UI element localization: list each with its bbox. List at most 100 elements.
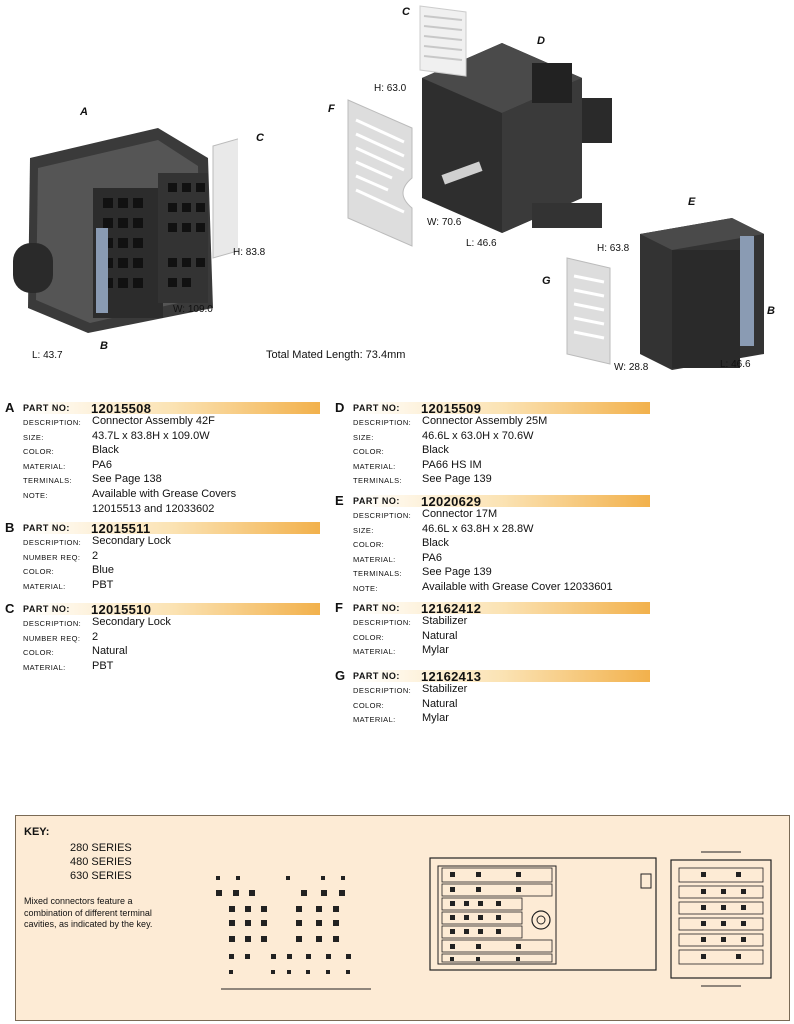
spec-key: MATERIAL: [353,647,396,657]
part-no-label: PART NO: [23,604,70,614]
spec-key: NOTE: [353,583,378,593]
callout-b-left: B [100,340,108,352]
spec-row: COLOR:Black [23,444,343,459]
spec-key: COLOR: [353,632,385,642]
spec-value: Blue [92,564,115,577]
spec-key: DESCRIPTION: [353,511,412,520]
spec-key: NUMBER REQ: [23,633,81,643]
part-header: PART NO: 12015510 [23,602,320,617]
spec-key: DESCRIPTION: [23,619,82,628]
spec-row: NOTE:Available with Grease Covers [23,488,343,503]
spec-value: 12015513 and 12033602 [92,502,215,515]
key-title: KEY: [24,826,50,838]
dim-length-d: L: 46.6 [466,238,497,249]
dim-length-e: L: 46.6 [720,359,751,370]
total-mated-length: Total Mated Length: 73.4mm [266,349,406,361]
spec-key: TERMINALS: [23,476,73,486]
spec-value: Natural [92,645,128,658]
secondary-lock-c-top-image [419,5,467,77]
spec-row: SIZE: 46.6L x 63.8H x 28.8W [353,523,673,538]
key-description: Mixed connectors feature a combination o… [24,896,153,929]
spec-value: PBT [92,578,114,591]
part-number: 12162413 [421,669,482,684]
part-no-label: PART NO: [23,403,70,413]
part-number: 12015508 [91,401,152,416]
spec-key: NUMBER REQ: [23,552,81,562]
part-c-rows: DESCRIPTION:Secondary Lock NUMBER REQ:2 … [23,616,343,674]
series-630: 630 SERIES [70,870,132,882]
spec-key: COLOR: [23,567,55,577]
stabilizer-f-image [347,99,413,247]
spec-row: SIZE: 46.6L x 63.0H x 70.6W [353,430,673,445]
spec-key: DESCRIPTION: [353,418,412,427]
part-no-label: PART NO: [353,671,400,681]
spec-key: MATERIAL: [353,554,396,564]
spec-value: Natural [422,697,458,710]
callout-e: E [688,196,696,208]
spec-value: See Page 139 [422,473,492,486]
part-letter: E [335,493,344,508]
spec-value: Connector Assembly 25M [422,415,548,427]
dim-width-a: W: 109.0 [173,304,213,315]
spec-value: See Page 138 [92,473,162,486]
part-header: PART NO: 12162413 [353,669,650,684]
spec-key: TERMINALS: [353,476,403,486]
spec-value: Connector 17M [422,508,498,520]
spec-value: Black [422,444,449,457]
spec-key: SIZE: [353,432,374,442]
spec-key: DESCRIPTION: [353,618,412,627]
spec-value: 46.6L x 63.8H x 28.8W [422,522,534,535]
part-no-label: PART NO: [353,496,400,506]
part-number: 12020629 [421,494,482,509]
dim-width-d: W: 70.6 [427,217,462,228]
spec-row: 12015513 and 12033602 [23,503,343,517]
spec-row: MATERIAL:PBT [23,660,343,675]
spec-row: DESCRIPTION:Stabilizer [353,615,673,630]
spec-key: MATERIAL: [23,461,66,471]
spec-value: Stabilizer [422,683,468,695]
spec-row: TERMINALS: See Page 138 [23,473,343,488]
spec-row: MATERIAL:Mylar [353,712,673,727]
spec-value: Secondary Lock [92,535,171,547]
part-header: PART NO: 12015511 [23,521,320,536]
part-no-label: PART NO: [23,523,70,533]
spec-key: MATERIAL: [353,461,396,471]
callout-d: D [537,35,545,47]
spec-row: COLOR:Black [353,444,673,459]
part-header: PART NO: 12015508 [23,401,320,416]
spec-key: MATERIAL: [23,662,66,672]
spec-value: PA66 HS IM [422,458,482,471]
series-280: 280 SERIES [70,842,132,854]
spec-row: TERMINALS:See Page 139 [353,566,673,581]
part-b-rows: DESCRIPTION:Secondary Lock NUMBER REQ:2 … [23,535,343,593]
part-number: 12015509 [421,401,482,416]
spec-value: Mylar [422,712,449,725]
spec-row: MATERIAL:Mylar [353,644,673,659]
spec-value: See Page 139 [422,566,492,579]
dim-length-a: L: 43.7 [32,350,63,361]
spec-row: COLOR: Natural [353,698,673,713]
callout-g: G [542,275,551,287]
callout-c-top: C [402,6,410,18]
spec-value: Connector Assembly 42F [92,415,215,427]
terminal-key-box: KEY: 280 SERIES 480 SERIES 630 SERIES Mi… [15,815,790,1021]
spec-key: DESCRIPTION: [23,538,82,547]
spec-row: COLOR:Black [353,537,673,552]
part-number: 12162412 [421,601,482,616]
connector-e-face-diagram [670,851,772,987]
dim-height-a: H: 83.8 [233,247,266,258]
spec-key: MATERIAL: [23,581,66,591]
callout-a: A [80,106,88,118]
dim-width-e: W: 28.8 [614,362,649,373]
part-header: PART NO: 12162412 [353,601,650,616]
series-480: 480 SERIES [70,856,132,868]
callout-b-right: B [767,305,775,317]
spec-key: COLOR: [353,700,385,710]
spec-key: SIZE: [353,525,374,535]
spec-row: DESCRIPTION: Connector 17M [353,508,673,523]
spec-row: DESCRIPTION: Secondary Lock [23,535,343,550]
part-letter: F [335,600,343,615]
spec-value: PA6 [422,551,442,564]
spec-key: COLOR: [23,447,55,457]
spec-value: 46.6L x 63.0H x 70.6W [422,429,534,442]
